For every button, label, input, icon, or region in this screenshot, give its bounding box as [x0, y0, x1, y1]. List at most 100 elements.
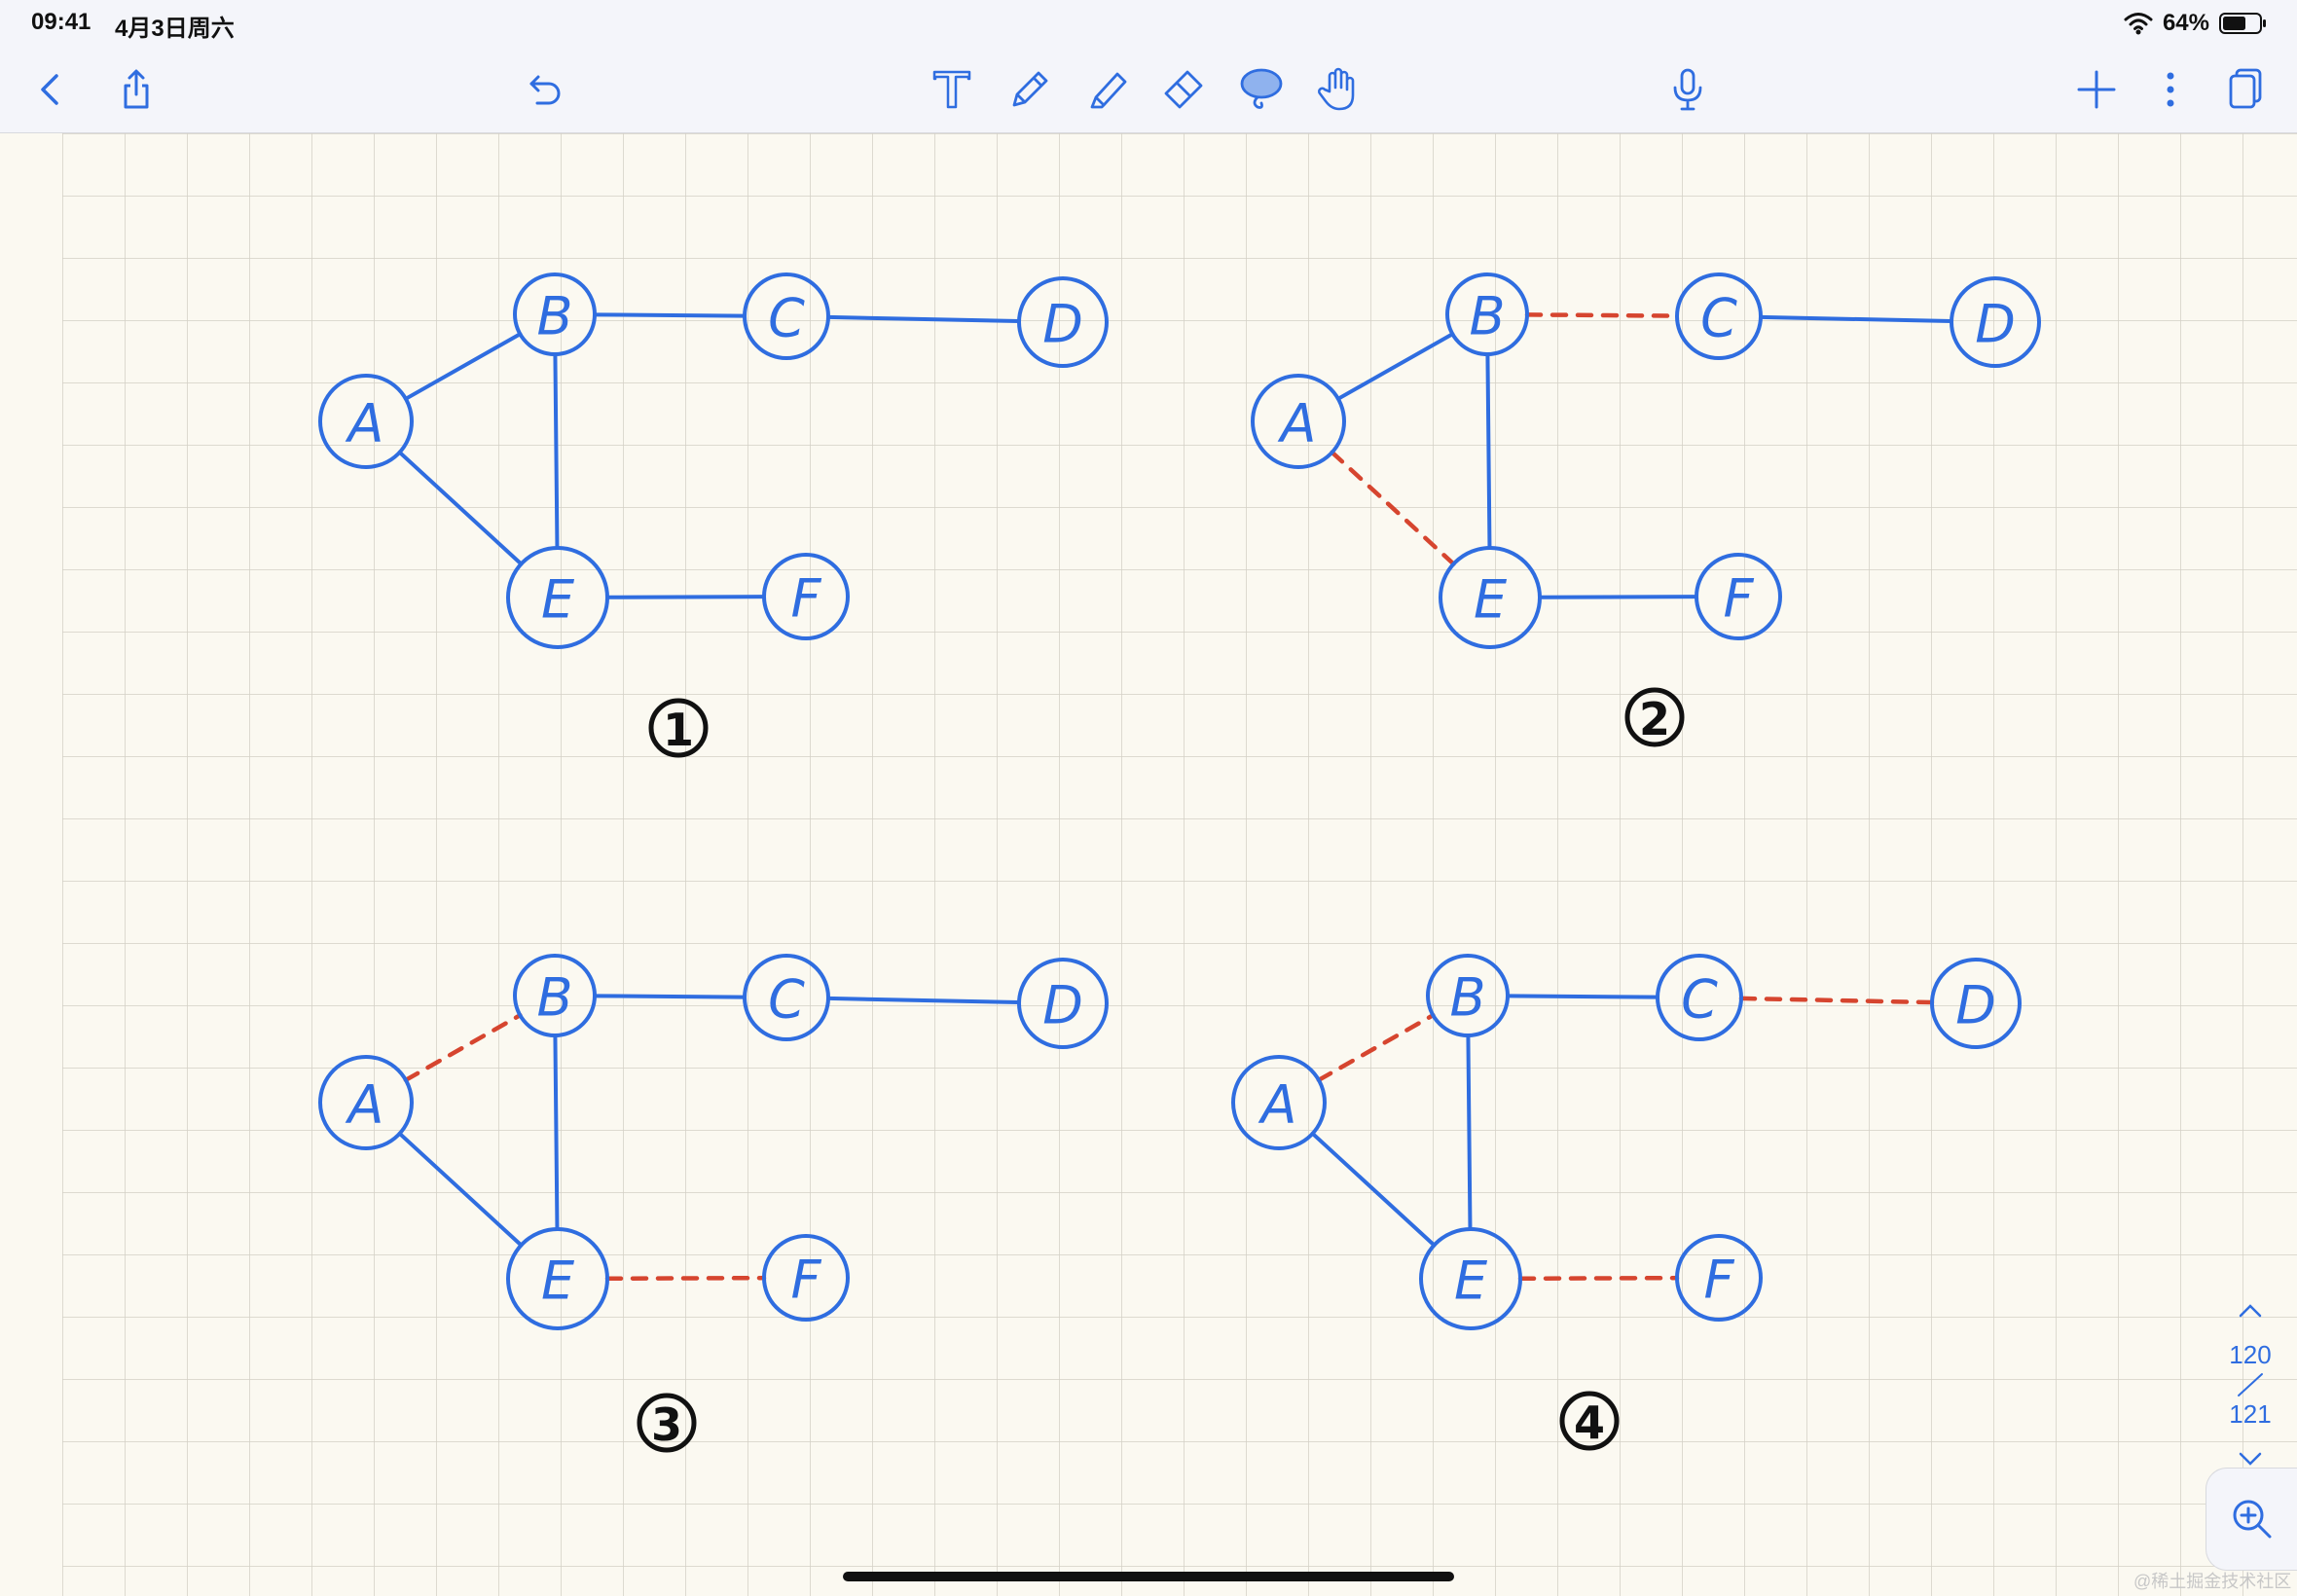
node-circle	[1439, 546, 1542, 649]
number-circle	[648, 698, 709, 758]
number-circle	[637, 1393, 697, 1453]
highlighted-edge-e-f	[1517, 1275, 1680, 1282]
pages-button[interactable]	[2213, 58, 2276, 121]
hand-tool-icon	[1318, 67, 1355, 111]
chevron-down-icon	[2239, 1452, 2262, 1466]
node-circle	[318, 1055, 414, 1150]
highlighter-tool-button[interactable]	[1076, 58, 1139, 121]
node-circle	[1445, 272, 1529, 356]
node-circle	[1930, 958, 2022, 1049]
highlighted-edge-a-b	[403, 1012, 523, 1083]
highlighter-tool-icon	[1090, 72, 1127, 109]
microphone-icon	[1673, 68, 1702, 111]
edge-b-c	[1505, 994, 1660, 999]
node-circle	[1656, 954, 1743, 1041]
highlighted-edge-a-e	[1330, 450, 1456, 566]
lasso-tool-button[interactable]	[1230, 58, 1293, 121]
node-f: F	[762, 1234, 850, 1322]
node-a: A	[1231, 1055, 1327, 1150]
text-tool-icon	[932, 70, 971, 109]
previous-page-button[interactable]	[2221, 1282, 2279, 1340]
node-b: B	[1445, 272, 1529, 356]
edge-a-e	[397, 1131, 524, 1248]
add-page-button[interactable]	[2065, 58, 2128, 121]
microphone-button[interactable]	[1657, 58, 1719, 121]
node-e: E	[506, 546, 609, 649]
node-circle	[1695, 553, 1782, 640]
pen-tool-button[interactable]	[999, 58, 1061, 121]
node-label: D	[1042, 294, 1083, 355]
zoom-in-icon	[2233, 1500, 2272, 1539]
status-bar: 09:41 4月3日周六 64%	[0, 0, 2297, 47]
highlighted-edge-b-c	[1524, 312, 1680, 318]
undo-button[interactable]	[512, 58, 574, 121]
node-label: B	[1449, 967, 1485, 1029]
next-page-button[interactable]	[2221, 1430, 2279, 1488]
chevron-up-icon	[2239, 1304, 2262, 1318]
edge-a-e	[397, 450, 524, 566]
battery-icon	[2219, 13, 2266, 34]
diagram-number-3: 3	[637, 1393, 697, 1453]
edge-e-f	[1537, 595, 1699, 599]
number-label: 4	[1574, 1396, 1605, 1449]
highlighted-edge-e-f	[604, 1275, 767, 1282]
number-label: 2	[1639, 693, 1670, 745]
edge-c-d	[1758, 314, 1954, 324]
node-b: B	[513, 272, 597, 356]
edge-b-e	[553, 351, 560, 551]
hand-tool-button[interactable]	[1306, 58, 1368, 121]
node-e: E	[1419, 1227, 1522, 1330]
toolbar	[0, 47, 2297, 133]
node-b: B	[1426, 954, 1510, 1037]
diagram-number-2: 2	[1624, 687, 1685, 747]
node-label: D	[1975, 294, 2016, 355]
node-label: C	[1700, 288, 1737, 349]
pen-tool-icon	[1012, 71, 1048, 107]
node-a: A	[1251, 374, 1346, 469]
node-circle	[1675, 1234, 1763, 1322]
node-label: B	[1469, 286, 1505, 347]
node-circle	[513, 272, 597, 356]
node-e: E	[506, 1227, 609, 1330]
highlighted-edge-c-d	[1738, 996, 1935, 1005]
node-circle	[762, 1234, 850, 1322]
share-button[interactable]	[105, 58, 167, 121]
node-circle	[762, 553, 850, 640]
node-label: A	[346, 393, 384, 454]
edge-b-e	[553, 1033, 560, 1232]
text-tool-button[interactable]	[921, 58, 983, 121]
back-button[interactable]	[19, 58, 82, 121]
number-label: 1	[663, 704, 694, 756]
node-c: C	[743, 954, 830, 1041]
page-separator	[2238, 1373, 2263, 1396]
node-label: E	[1474, 569, 1508, 631]
zoom-button[interactable]	[2206, 1468, 2297, 1571]
node-c: C	[743, 272, 830, 360]
number-circle	[1559, 1391, 1620, 1451]
more-button[interactable]	[2139, 58, 2202, 121]
edge-c-d	[825, 996, 1022, 1005]
node-circle	[1419, 1227, 1522, 1330]
node-d: D	[1950, 276, 2041, 368]
graph-diagram-4: A B C D E F 4	[1231, 954, 2022, 1451]
node-f: F	[762, 553, 850, 640]
node-label: E	[541, 1251, 575, 1312]
highlighted-edge-a-b	[1316, 1012, 1436, 1083]
node-label: A	[346, 1074, 384, 1136]
node-circle	[1017, 276, 1109, 368]
share-icon	[124, 69, 149, 109]
node-a: A	[318, 1055, 414, 1150]
node-b: B	[513, 954, 597, 1037]
node-label: C	[1681, 969, 1718, 1031]
home-indicator[interactable]	[843, 1572, 1454, 1581]
node-d: D	[1017, 276, 1109, 368]
eraser-tool-button[interactable]	[1152, 58, 1215, 121]
diagram-number-4: 4	[1559, 1391, 1620, 1451]
node-c: C	[1656, 954, 1743, 1041]
node-label: F	[1703, 1250, 1734, 1311]
node-d: D	[1930, 958, 2022, 1049]
